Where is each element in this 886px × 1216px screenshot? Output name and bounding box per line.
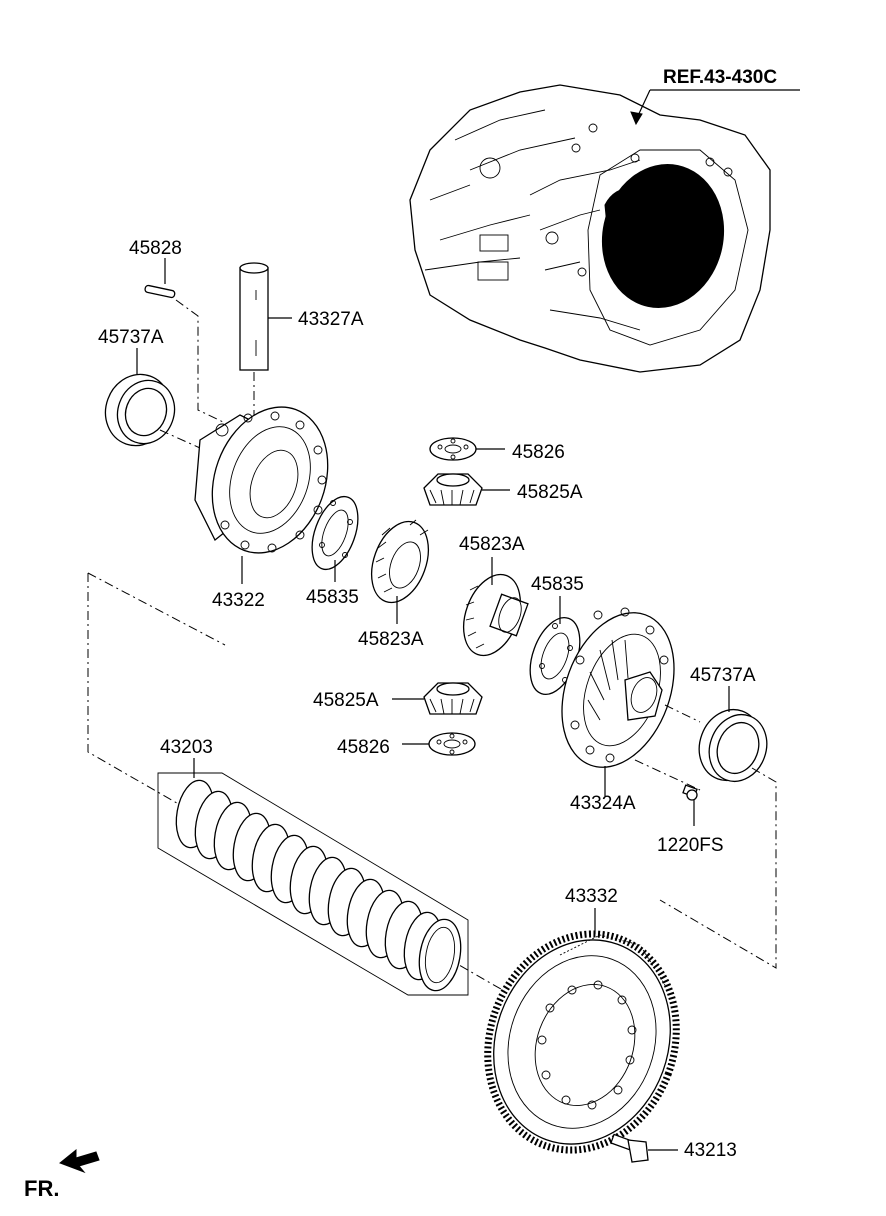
bearing-45737A-right[interactable] <box>689 701 775 790</box>
part-label-43322: 43322 <box>212 590 265 611</box>
part-label-45737A-left: 45737A <box>98 327 164 348</box>
part-label-45823A-left: 45823A <box>358 629 424 650</box>
part-label-45835-left: 45835 <box>306 587 359 608</box>
shaft-43327A[interactable] <box>239 262 269 371</box>
reference-label: REF.43-430C <box>663 67 777 88</box>
part-label-43327A: 43327A <box>298 309 364 330</box>
side-gear-45823A-left[interactable] <box>361 514 439 611</box>
front-arrow-icon <box>59 1148 100 1174</box>
part-label-43213: 43213 <box>684 1140 737 1161</box>
part-label-43332: 43332 <box>565 886 618 907</box>
differential-case-43322[interactable] <box>193 391 348 570</box>
washer-45826-top[interactable] <box>429 437 477 461</box>
plug-1220FS[interactable] <box>682 784 698 801</box>
differential-cover-43324A[interactable] <box>542 597 694 783</box>
shim-set-43203[interactable] <box>157 772 469 996</box>
part-label-45835-right: 45835 <box>531 574 584 595</box>
part-label-45828: 45828 <box>129 238 182 259</box>
part-label-45826-top: 45826 <box>512 442 565 463</box>
shim-rings <box>175 779 462 992</box>
part-label-45737A-right: 45737A <box>690 665 756 686</box>
pin-45828[interactable] <box>144 284 176 299</box>
pinion-45825A-top[interactable] <box>423 473 483 506</box>
part-label-45823A-right: 45823A <box>459 534 525 555</box>
ring-gear-43332[interactable] <box>458 907 706 1177</box>
part-label-45825A-top: 45825A <box>517 482 583 503</box>
washer-45826-bottom[interactable] <box>428 732 476 756</box>
part-label-1220FS: 1220FS <box>657 835 724 856</box>
transmission-case[interactable] <box>409 84 771 373</box>
part-label-45826-bottom: 45826 <box>337 737 390 758</box>
part-label-43203: 43203 <box>160 737 213 758</box>
side-gear-45823A-right[interactable] <box>453 567 531 664</box>
bolt-43213[interactable] <box>610 1133 649 1163</box>
washer-45835-left[interactable] <box>303 490 367 575</box>
part-label-43324A: 43324A <box>570 793 636 814</box>
pinion-45825A-bottom[interactable] <box>423 682 483 715</box>
bearing-45737A-left[interactable] <box>96 365 184 455</box>
front-label: FR. <box>24 1176 59 1201</box>
part-label-45825A-bottom: 45825A <box>313 690 379 711</box>
